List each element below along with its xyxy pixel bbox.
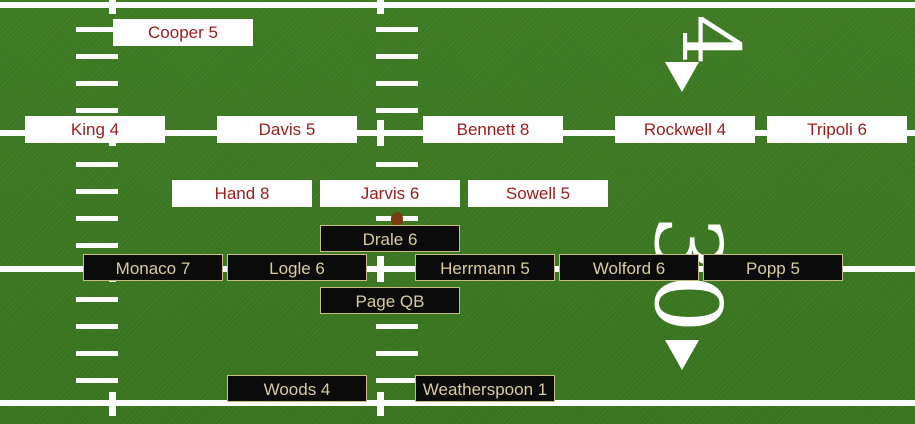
hash-mark xyxy=(376,27,418,32)
hash-mark xyxy=(76,162,118,167)
defender-king[interactable]: King 4 xyxy=(25,116,165,143)
hash-segment xyxy=(377,0,384,14)
defender-cooper[interactable]: Cooper 5 xyxy=(113,19,253,46)
yard-line xyxy=(0,400,915,406)
defender-hand[interactable]: Hand 8 xyxy=(172,180,312,207)
yard-line xyxy=(0,2,915,8)
direction-arrow-icon xyxy=(665,340,699,370)
offense-drale[interactable]: Drale 6 xyxy=(320,225,460,252)
hash-segment xyxy=(377,392,384,416)
hash-mark xyxy=(76,324,118,329)
hash-mark xyxy=(76,54,118,59)
offense-herrmann[interactable]: Herrmann 5 xyxy=(415,254,555,281)
hash-segment xyxy=(109,0,116,14)
hash-mark xyxy=(76,216,118,221)
offense-logle[interactable]: Logle 6 xyxy=(227,254,367,281)
hash-mark xyxy=(376,54,418,59)
hash-mark xyxy=(376,162,418,167)
hash-mark xyxy=(76,81,118,86)
hash-mark xyxy=(376,108,418,113)
defender-sowell[interactable]: Sowell 5 xyxy=(468,180,608,207)
defender-tripoli[interactable]: Tripoli 6 xyxy=(767,116,907,143)
offense-weatherspoon[interactable]: Weatherspoon 1 xyxy=(415,375,555,402)
football-icon xyxy=(391,212,403,226)
hash-mark xyxy=(76,243,118,248)
hash-segment xyxy=(377,120,384,146)
defender-rockwell[interactable]: Rockwell 4 xyxy=(615,116,755,143)
hash-mark xyxy=(76,108,118,113)
offense-page-qb[interactable]: Page QB xyxy=(320,287,460,314)
offense-woods[interactable]: Woods 4 xyxy=(227,375,367,402)
offense-wolford[interactable]: Wolford 6 xyxy=(559,254,699,281)
defender-davis[interactable]: Davis 5 xyxy=(217,116,357,143)
hash-segment xyxy=(377,256,384,282)
direction-arrow-icon xyxy=(665,62,699,92)
hash-mark xyxy=(376,324,418,329)
hash-mark xyxy=(376,378,418,383)
hash-mark xyxy=(376,351,418,356)
offense-monaco[interactable]: Monaco 7 xyxy=(83,254,223,281)
defender-bennett[interactable]: Bennett 8 xyxy=(423,116,563,143)
defender-jarvis[interactable]: Jarvis 6 xyxy=(320,180,460,207)
hash-segment xyxy=(109,392,116,416)
hash-mark xyxy=(76,27,118,32)
offense-popp[interactable]: Popp 5 xyxy=(703,254,843,281)
hash-mark xyxy=(76,189,118,194)
hash-mark xyxy=(76,351,118,356)
hash-mark xyxy=(376,81,418,86)
hash-mark xyxy=(76,297,118,302)
hash-mark xyxy=(76,378,118,383)
